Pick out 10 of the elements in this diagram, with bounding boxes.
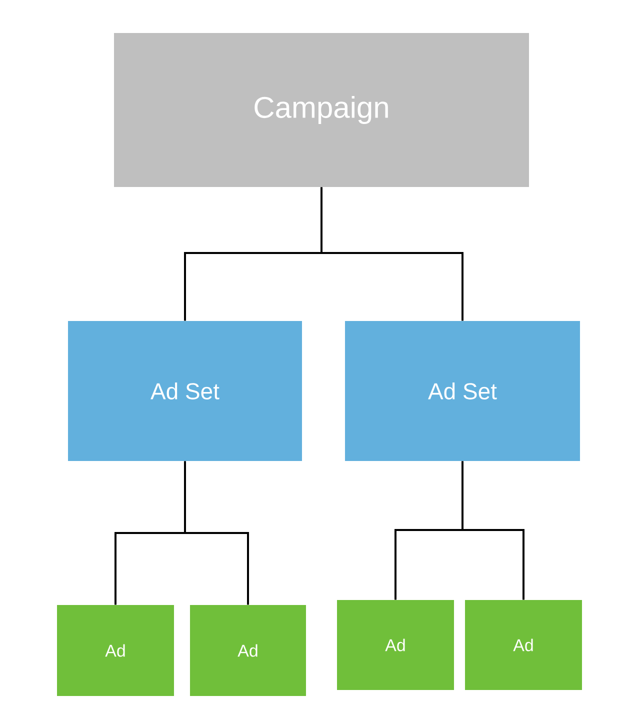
ad-set-box: Ad Set [345, 321, 580, 461]
ad-box: Ad [57, 605, 174, 696]
ad-box: Ad [465, 600, 582, 690]
connector-line [184, 461, 249, 605]
campaign-box: Campaign [114, 33, 529, 187]
ad-set-box: Ad Set [68, 321, 302, 461]
connector-line [320, 187, 464, 321]
connector-line [462, 461, 524, 600]
ad-box: Ad [337, 600, 454, 690]
ad-box: Ad [190, 605, 306, 696]
